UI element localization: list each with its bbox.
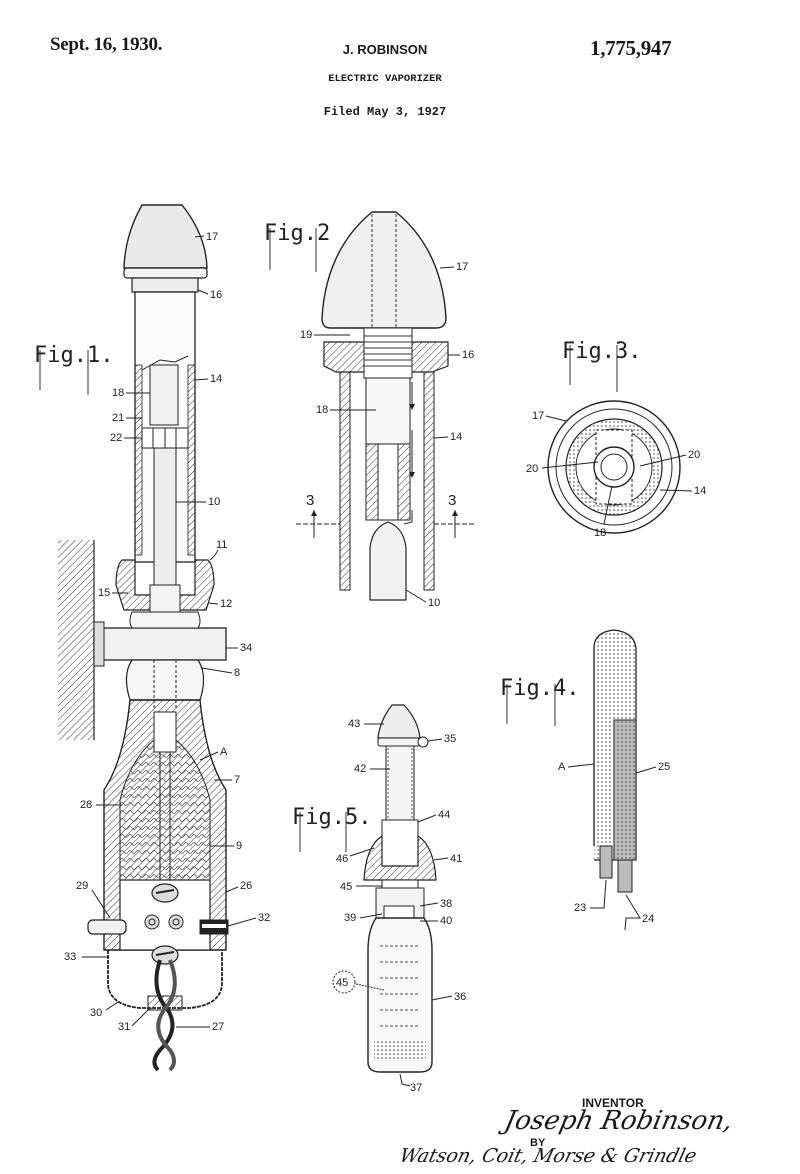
svg-text:40: 40 xyxy=(440,915,452,927)
svg-text:7: 7 xyxy=(234,774,240,786)
inventor-name: J. ROBINSON xyxy=(342,42,428,57)
svg-text:17: 17 xyxy=(532,410,544,422)
svg-text:3: 3 xyxy=(448,492,456,509)
fig4-ref-numerals: A 25 23 24 xyxy=(558,761,670,931)
svg-text:25: 25 xyxy=(658,761,670,773)
svg-text:23: 23 xyxy=(574,902,586,914)
svg-text:18: 18 xyxy=(112,387,124,399)
svg-text:17: 17 xyxy=(456,261,468,273)
figure-5: Fig.5. 43 35 42 44 46 41 xyxy=(292,704,466,1094)
fig3-label: Fig.3. xyxy=(562,339,641,392)
svg-text:20: 20 xyxy=(526,463,538,475)
figure-3: Fig.3. 17 20 20 14 18 xyxy=(526,339,706,539)
patent-title: ELECTRIC VAPORIZER xyxy=(328,73,442,85)
inventor-signature: Joseph Robinson, xyxy=(501,1106,736,1136)
patent-number: 1,775,947 xyxy=(590,36,672,60)
svg-text:11: 11 xyxy=(216,539,227,551)
svg-text:27: 27 xyxy=(212,1021,224,1033)
svg-text:Fig.4.: Fig.4. xyxy=(500,676,579,701)
fig1-label: Fig.1. xyxy=(34,343,113,395)
svg-text:14: 14 xyxy=(694,485,706,497)
patent-date: Sept. 16, 1930. xyxy=(50,34,163,55)
fig1-ref-numerals: 17 16 14 18 21 22 10 11 15 12 34 8 A 7 2… xyxy=(64,231,270,1033)
svg-text:16: 16 xyxy=(462,349,474,361)
svg-text:24: 24 xyxy=(642,913,654,925)
svg-text:A: A xyxy=(558,761,566,773)
svg-text:18: 18 xyxy=(594,527,606,539)
fig4-label: Fig.4. xyxy=(500,676,579,726)
svg-text:31: 31 xyxy=(118,1021,130,1033)
svg-text:33: 33 xyxy=(64,951,76,963)
fig5-label: Fig.5. xyxy=(292,805,371,852)
svg-text:Fig.3.: Fig.3. xyxy=(562,339,641,364)
svg-text:37: 37 xyxy=(410,1082,422,1094)
svg-text:45: 45 xyxy=(336,977,348,989)
fig2-label: Fig.2 xyxy=(264,221,330,272)
svg-text:41: 41 xyxy=(450,853,462,865)
svg-text:45: 45 xyxy=(340,881,352,893)
svg-text:9: 9 xyxy=(236,840,242,852)
svg-text:14: 14 xyxy=(450,431,462,443)
svg-text:38: 38 xyxy=(440,898,452,910)
svg-text:28: 28 xyxy=(80,799,92,811)
svg-text:22: 22 xyxy=(110,432,122,444)
fig2-ref-numerals: 17 19 16 18 14 3 3 10 xyxy=(300,261,474,609)
svg-text:42: 42 xyxy=(354,763,366,775)
svg-text:29: 29 xyxy=(76,880,88,892)
figure-2: Fig.2 17 19 16 18 xyxy=(264,211,476,609)
svg-text:17: 17 xyxy=(206,231,218,243)
filed-date: Filed May 3, 1927 xyxy=(323,105,447,119)
inventor-caption: INVENTOR xyxy=(582,1096,644,1110)
svg-text:32: 32 xyxy=(258,912,270,924)
svg-text:10: 10 xyxy=(208,496,220,508)
svg-text:A: A xyxy=(220,746,228,758)
svg-text:18: 18 xyxy=(316,404,328,416)
svg-text:39: 39 xyxy=(344,912,356,924)
svg-text:43: 43 xyxy=(348,718,360,730)
svg-text:35: 35 xyxy=(444,733,456,745)
svg-text:8: 8 xyxy=(234,667,240,679)
svg-text:Fig.5.: Fig.5. xyxy=(292,805,371,830)
figure-4: Fig.4. A 25 23 24 xyxy=(500,629,670,931)
svg-text:34: 34 xyxy=(240,642,252,654)
svg-text:46: 46 xyxy=(336,853,348,865)
svg-text:Fig.1.: Fig.1. xyxy=(34,343,113,368)
fig5-ref-numerals: 43 35 42 44 46 41 45 38 39 40 45 36 37 xyxy=(332,718,466,1094)
attorneys-signature: Watson, Coit, Morse & Grindle xyxy=(397,1145,699,1167)
svg-text:14: 14 xyxy=(210,373,222,385)
by-caption: BY xyxy=(530,1137,546,1149)
svg-text:10: 10 xyxy=(428,597,440,609)
svg-text:Fig.2: Fig.2 xyxy=(264,221,330,246)
svg-text:16: 16 xyxy=(210,289,222,301)
svg-text:20: 20 xyxy=(688,449,700,461)
svg-text:30: 30 xyxy=(90,1007,102,1019)
svg-text:3: 3 xyxy=(306,492,314,509)
svg-text:26: 26 xyxy=(240,880,252,892)
svg-text:21: 21 xyxy=(112,412,124,424)
fig3-ref-numerals: 17 20 20 14 18 xyxy=(526,410,706,539)
figure-1: Fig.1. xyxy=(34,204,270,1072)
svg-text:44: 44 xyxy=(438,809,450,821)
svg-text:12: 12 xyxy=(220,598,232,610)
svg-text:36: 36 xyxy=(454,991,466,1003)
svg-text:19: 19 xyxy=(300,329,312,341)
svg-text:15: 15 xyxy=(98,587,110,599)
